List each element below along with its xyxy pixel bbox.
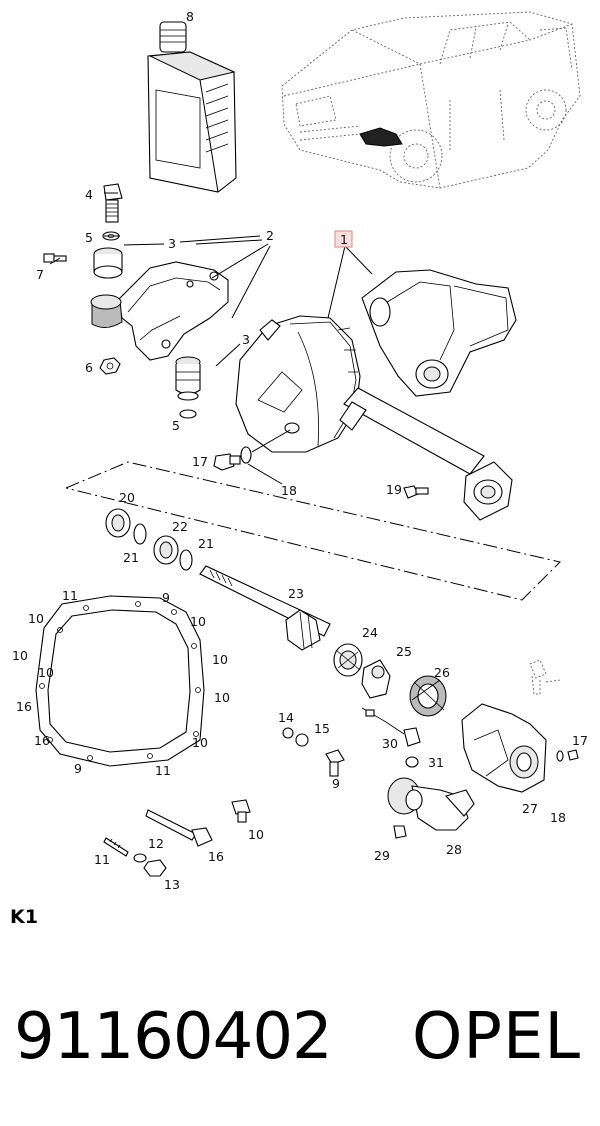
callout-28: 28: [446, 842, 462, 857]
callout-7: 7: [36, 267, 44, 282]
sleeve-26: [409, 675, 447, 717]
rubber-block: [90, 294, 123, 328]
washer-5-lower: [179, 409, 197, 419]
callout-30: 30: [382, 736, 398, 751]
differential-carrier: [361, 269, 517, 397]
callout-labels: 1 2 3 3 4 5 5 6 7 8 17 18 19 20 21 22 21…: [12, 9, 588, 892]
callout-2: 2: [266, 228, 274, 243]
callout-10h: 10: [248, 827, 264, 842]
vehicle-outline: [281, 11, 581, 189]
axle-tube: [339, 387, 513, 521]
bearing-20: [105, 508, 131, 538]
washer-12: [133, 853, 147, 863]
callout-24: 24: [362, 625, 378, 640]
snap-ring-21b: [179, 549, 193, 571]
callout-box-1: [334, 230, 353, 248]
mounting-bracket: [117, 261, 229, 361]
differential-housing: [235, 315, 361, 453]
callout-16b: 16: [34, 733, 50, 748]
callout-29: 29: [374, 848, 390, 863]
bolt-29: [393, 825, 407, 839]
washer-31: [405, 756, 419, 768]
part-number: 91160402: [14, 1000, 333, 1074]
stud-11: [103, 837, 129, 857]
callout-8: 8: [186, 9, 194, 24]
callout-23: 23: [288, 586, 304, 601]
bolt-9: [325, 749, 345, 777]
callout-19: 19: [386, 482, 402, 497]
callout-10e: 10: [38, 665, 54, 680]
rubber-bushing-lower: [175, 356, 201, 401]
washer-18: [240, 446, 252, 464]
exploded-parts-diagram: 1 2 3 3 4 5 5 6 7 8 17 18 19 20 21 22 21…: [12, 9, 588, 892]
companion-flange-28: [387, 777, 475, 831]
callout-3b: 3: [242, 332, 250, 347]
callout-9c: 9: [332, 776, 340, 791]
callout-1: 1: [340, 232, 348, 247]
callout-16a: 16: [16, 699, 32, 714]
washer-14: [282, 727, 294, 739]
bolt-10: [231, 799, 251, 823]
callout-3a: 3: [168, 236, 176, 251]
brand-name: OPEL: [412, 1000, 582, 1074]
callout-14: 14: [278, 710, 294, 725]
callout-18a: 18: [281, 483, 297, 498]
callout-17b: 17: [572, 733, 588, 748]
callout-9b: 9: [74, 761, 82, 776]
callout-27: 27: [522, 801, 538, 816]
diagram-key-label: K1: [10, 906, 38, 928]
callout-5b: 5: [172, 418, 180, 433]
callout-11c: 11: [94, 852, 110, 867]
callout-25: 25: [396, 644, 412, 659]
callout-31: 31: [428, 755, 444, 770]
snap-ring-21a: [133, 523, 147, 545]
callout-10b: 10: [190, 614, 206, 629]
leader-lines: [49, 192, 373, 485]
callout-10d: 10: [212, 652, 228, 667]
pinion-shaft: [199, 565, 331, 651]
exploded-region-outline: [65, 461, 561, 601]
part-footer: 91160402 OPEL: [0, 992, 600, 1082]
callout-16c: 16: [208, 849, 224, 864]
bearing-22: [153, 535, 179, 565]
callout-11b: 11: [155, 763, 171, 778]
nut-6: [99, 357, 121, 375]
callout-5a: 5: [85, 230, 93, 245]
bolt-4: [103, 183, 123, 223]
drain-plug-17: [213, 453, 241, 471]
callout-18b: 18: [550, 810, 566, 825]
callout-10f: 10: [214, 690, 230, 705]
callout-10c: 10: [12, 648, 28, 663]
bolt-16: [145, 809, 213, 847]
callout-4: 4: [85, 187, 93, 202]
callout-12: 12: [148, 836, 164, 851]
bolt-17b: [567, 749, 579, 761]
callout-9a: 9: [162, 590, 170, 605]
callout-21a: 21: [123, 550, 139, 565]
housing-27: [461, 703, 547, 793]
washer-15: [295, 733, 309, 747]
oil-bottle: [147, 21, 237, 193]
callout-13: 13: [164, 877, 180, 892]
callout-20: 20: [119, 490, 135, 505]
callout-10a: 10: [28, 611, 44, 626]
washer-18b: [556, 750, 564, 762]
callout-17a: 17: [192, 454, 208, 469]
coupling-25: [361, 659, 391, 699]
callout-6: 6: [85, 360, 93, 375]
sensor-30: [361, 707, 421, 747]
vent-connector: [529, 659, 561, 695]
callout-21b: 21: [198, 536, 214, 551]
callout-15: 15: [314, 721, 330, 736]
callout-22: 22: [172, 519, 188, 534]
callout-26: 26: [434, 665, 450, 680]
carrier-gasket: [35, 595, 205, 767]
bolt-19: [403, 485, 429, 499]
callout-11a: 11: [62, 588, 78, 603]
pinion-gear-24: [333, 643, 363, 677]
rubber-bushing-top: [93, 247, 123, 279]
nut-13: [143, 859, 167, 877]
callout-10g: 10: [192, 735, 208, 750]
